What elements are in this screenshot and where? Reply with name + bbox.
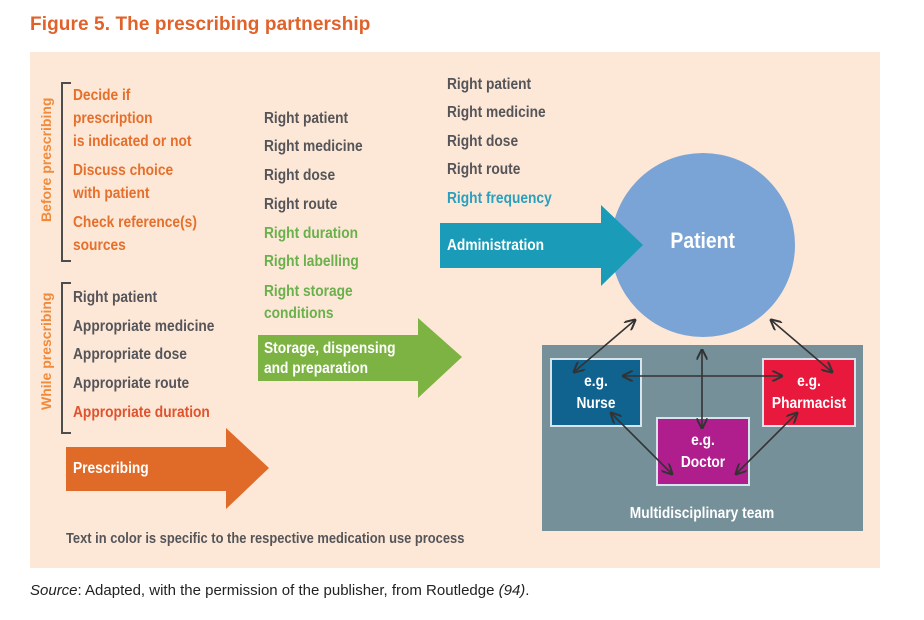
- pharmacist-eg: e.g.: [797, 372, 821, 390]
- list-item: Right dose: [264, 167, 336, 184]
- patient-circle: [611, 153, 795, 337]
- list-item: Appropriate duration: [73, 404, 210, 421]
- before-prescribing-bracket: [61, 82, 71, 262]
- pharmacist-patient-connector: [771, 320, 832, 372]
- before-prescribing-label: Before prescribing: [38, 97, 54, 222]
- list-item: Right labelling: [264, 253, 359, 270]
- color-note: Text in color is specific to the respect…: [66, 530, 465, 547]
- list-item: Check reference(s): [73, 214, 197, 231]
- patient-label-text: Patient: [670, 228, 736, 253]
- source-text: : Adapted, with the permission of the pu…: [77, 582, 499, 599]
- source-caption: Source: Adapted, with the permission of …: [30, 582, 529, 599]
- list-item: Right frequency: [447, 190, 552, 207]
- storage-arrow-label-1: Storage, dispensing: [264, 340, 396, 357]
- list-item: Right dose: [447, 133, 519, 150]
- list-item: Right route: [264, 196, 338, 213]
- list-item: Right patient: [73, 289, 158, 306]
- list-item: conditions: [264, 305, 334, 322]
- list-item: with patient: [73, 185, 150, 202]
- prescribing-arrow: [66, 428, 269, 509]
- figure-title: Figure 5. The prescribing partnership: [30, 14, 371, 35]
- list-item: Decide if: [73, 87, 131, 104]
- list-item: Right patient: [447, 76, 532, 93]
- storage-arrow-label-2: and preparation: [264, 360, 368, 377]
- pharmacist-label: Pharmacist: [771, 394, 847, 412]
- source-prefix: Source: [30, 582, 78, 599]
- list-item: Right medicine: [264, 138, 363, 155]
- source-ref: (94): [498, 582, 526, 599]
- list-item: is indicated or not: [73, 133, 192, 150]
- list-item: Right route: [447, 161, 521, 178]
- list-item: Appropriate dose: [73, 346, 187, 363]
- list-item: Appropriate medicine: [73, 318, 215, 335]
- list-item: Right patient: [264, 110, 349, 127]
- team-label-text: Multidisciplinary team: [630, 505, 775, 522]
- pharmacist-doctor-connector: [736, 413, 797, 474]
- while-prescribing-bracket: [61, 282, 71, 434]
- list-item: Right storage: [264, 283, 353, 300]
- storage-arrow: [258, 318, 462, 398]
- administration-arrow-label: Administration: [447, 237, 545, 254]
- list-item: Appropriate route: [73, 375, 190, 392]
- list-item: Right medicine: [447, 104, 546, 121]
- nurse-patient-connector: [574, 320, 635, 372]
- list-item: prescription: [73, 110, 153, 127]
- doctor-eg: e.g.: [691, 431, 715, 449]
- list-item: Discuss choice: [73, 162, 174, 179]
- administration-arrow: [440, 205, 643, 286]
- list-item: sources: [73, 237, 126, 254]
- prescribing-arrow-label: Prescribing: [73, 460, 149, 477]
- team-label: Multidisciplinary team: [542, 505, 863, 523]
- while-prescribing-label: While prescribing: [38, 292, 54, 410]
- source-suffix: .: [525, 582, 530, 599]
- nurse-eg: e.g.: [584, 372, 608, 390]
- nurse-doctor-connector: [611, 413, 672, 474]
- nurse-label: Nurse: [576, 394, 616, 412]
- doctor-label: Doctor: [680, 453, 726, 471]
- patient-label: Patient: [612, 228, 794, 254]
- list-item: Right duration: [264, 225, 359, 242]
